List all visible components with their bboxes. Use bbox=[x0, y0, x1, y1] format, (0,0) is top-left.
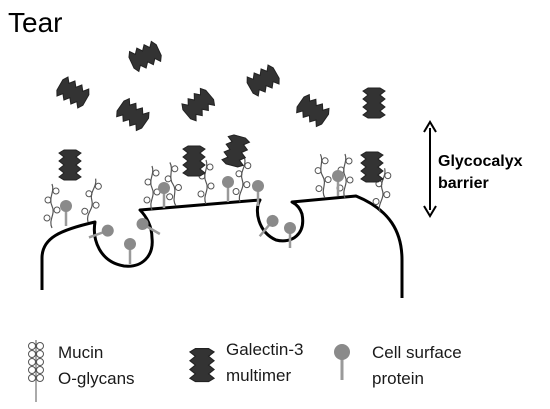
legend-mucin-line1: Mucin bbox=[58, 343, 103, 362]
legend-galectin-line2: multimer bbox=[226, 366, 292, 385]
legend-galectin-line1: Galectin-3 bbox=[226, 340, 303, 359]
cell-surface-protein-icon bbox=[220, 174, 236, 204]
galectin-3-multimer-icon bbox=[244, 62, 283, 99]
galectin-3-multimer-icon bbox=[126, 39, 164, 74]
cell-surface-protein-icon bbox=[156, 180, 172, 210]
free-galectin-multimers bbox=[53, 39, 386, 133]
galectin-3-multimer-icon bbox=[360, 151, 384, 183]
legend-mucin-line2: O-glycans bbox=[58, 369, 135, 388]
galectin-3-multimer-icon bbox=[182, 145, 206, 177]
cell-membrane bbox=[40, 194, 404, 298]
cell-surface-protein-icon bbox=[250, 178, 266, 208]
mucin-o-glycan-chain-icon bbox=[28, 340, 44, 402]
galectin-3-multimer-icon bbox=[53, 74, 92, 111]
cell-surface-protein-icon bbox=[330, 168, 346, 198]
glycocalyx-barrier-label-line1: Glycocalyx bbox=[438, 153, 523, 170]
legend-protein-line1: Cell surface bbox=[372, 343, 462, 362]
galectin-3-multimer-icon bbox=[113, 96, 152, 133]
cell-surface-protein-icon bbox=[122, 236, 138, 266]
galectin-3-multimer-icon bbox=[362, 87, 386, 119]
legend: Mucin O-glycans Galectin-3 multimer Cell… bbox=[28, 340, 462, 402]
membrane-mucins bbox=[43, 152, 394, 229]
galectin-3-multimer-icon bbox=[58, 149, 82, 181]
galectin-3-multimer-icon bbox=[293, 92, 332, 129]
mucin-o-glycan-icon bbox=[311, 152, 334, 200]
galectin-3-multimer-icon bbox=[179, 86, 218, 124]
mucin-o-glycan-icon bbox=[43, 183, 61, 229]
tear-label: Tear bbox=[8, 7, 62, 38]
cell-surface-protein-icon bbox=[334, 344, 350, 380]
glycocalyx-barrier-label-line2: barrier bbox=[438, 175, 489, 192]
cell-surface-protein-icon bbox=[85, 221, 117, 245]
cell-surface-protein-icon bbox=[58, 198, 74, 228]
galectin-3-multimer-icon bbox=[189, 348, 215, 383]
mucin-o-glycan-icon bbox=[79, 176, 105, 224]
mucin-o-glycan-icon bbox=[143, 165, 161, 211]
cell-surface-protein-icon bbox=[282, 220, 298, 250]
legend-protein-line2: protein bbox=[372, 369, 424, 388]
barrier-arrow bbox=[423, 120, 437, 218]
